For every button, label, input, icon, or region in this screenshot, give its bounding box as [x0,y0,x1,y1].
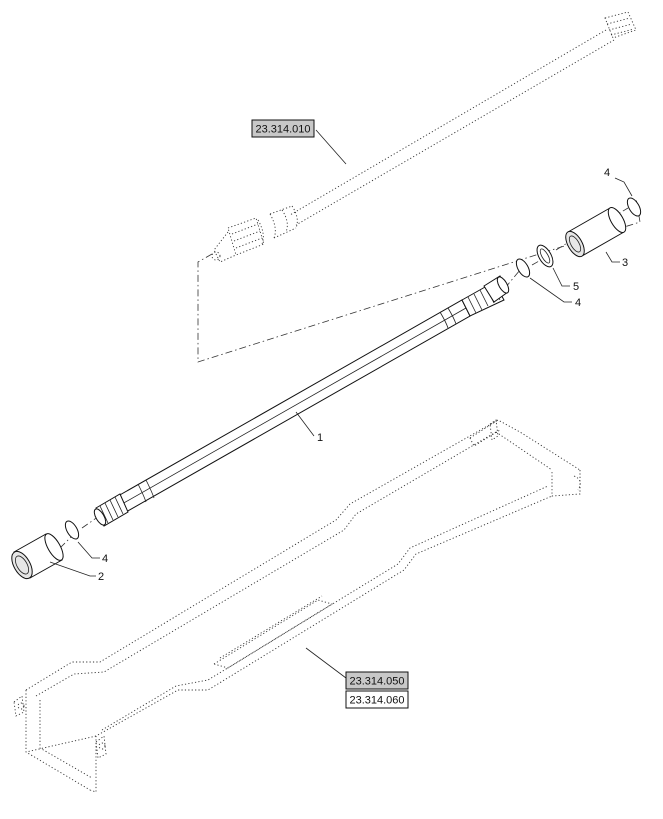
snap-ring-lower [64,520,80,540]
callout-bearing-lower: 2 [98,571,104,583]
needle-bearing-3 [565,207,627,258]
snap-ring-upper-outer [626,197,642,217]
main-shaft [93,275,510,527]
channel-frame-phantom [13,419,581,793]
upper-shaft-phantom [211,11,637,263]
ref-box-frame-b[interactable]: 23.314.060 [345,690,409,709]
callout-ring-lower: 4 [102,553,108,565]
callout-ring-upper-inner: 4 [575,297,581,309]
ref-box-frame-a[interactable]: 23.314.050 [345,671,409,690]
lower-spline-teeth [99,496,124,524]
callout-shaft: 1 [317,432,323,444]
upper-spline-teeth [467,283,501,314]
needle-bearing-2 [11,533,64,580]
ref-text-frame-a: 23.314.050 [349,676,404,688]
ref-text-frame-b: 23.314.060 [349,695,404,707]
snap-ring-upper-inner [515,258,531,278]
washer-5 [536,244,554,268]
callout-ring-upper-outer: 4 [604,167,610,179]
leader-lines [49,129,633,679]
ref-box-upper-shaft[interactable]: 23.314.010 [251,119,315,138]
ref-text-upper-shaft: 23.314.010 [255,124,310,136]
callout-bearing-upper: 3 [622,257,628,269]
callout-washer: 5 [573,281,579,293]
